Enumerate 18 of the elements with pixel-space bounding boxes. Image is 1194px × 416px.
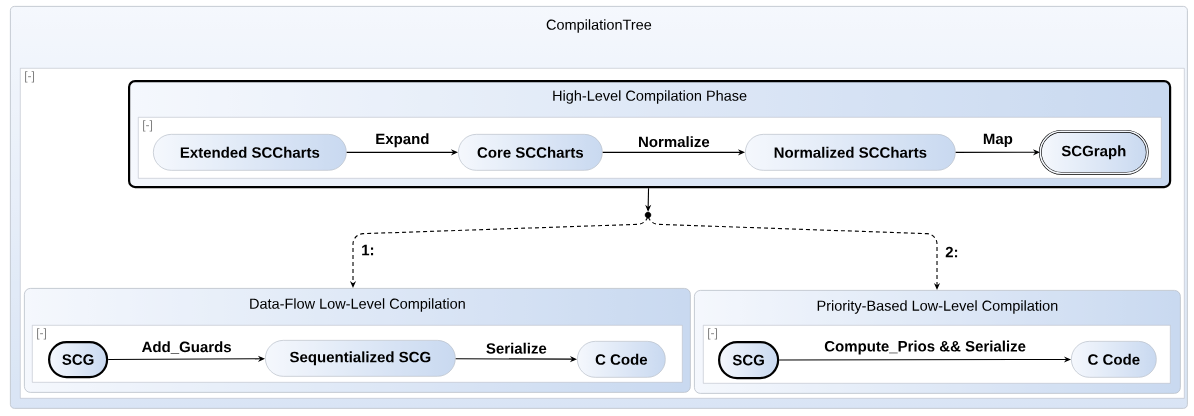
- state-pill: Sequentialized SCG: [265, 340, 456, 377]
- state-pill: Extended SCCharts: [153, 134, 347, 171]
- state-pill: Normalized SCCharts: [745, 134, 956, 171]
- arrow: [107, 355, 265, 362]
- edge-label: 2:: [945, 246, 958, 258]
- initial-state-pill: SCG: [718, 341, 780, 380]
- final-state-pill: SCGraph: [1038, 129, 1149, 175]
- edge-label: 1:: [362, 244, 374, 256]
- edge-label: Normalize: [639, 136, 710, 148]
- edge-label: Add_Guards: [141, 341, 231, 354]
- state-pill: C Code: [1071, 341, 1157, 378]
- edge-label: Expand: [376, 133, 429, 148]
- edge-label: Map: [983, 133, 1013, 148]
- edge-label: Compute_Prios && Serialize: [824, 340, 1026, 355]
- state-pill: Core SCCharts: [458, 134, 603, 171]
- edge-label: Serialize: [486, 342, 547, 354]
- state-pill: C Code: [577, 341, 666, 378]
- initial-state-pill: SCG: [48, 341, 109, 379]
